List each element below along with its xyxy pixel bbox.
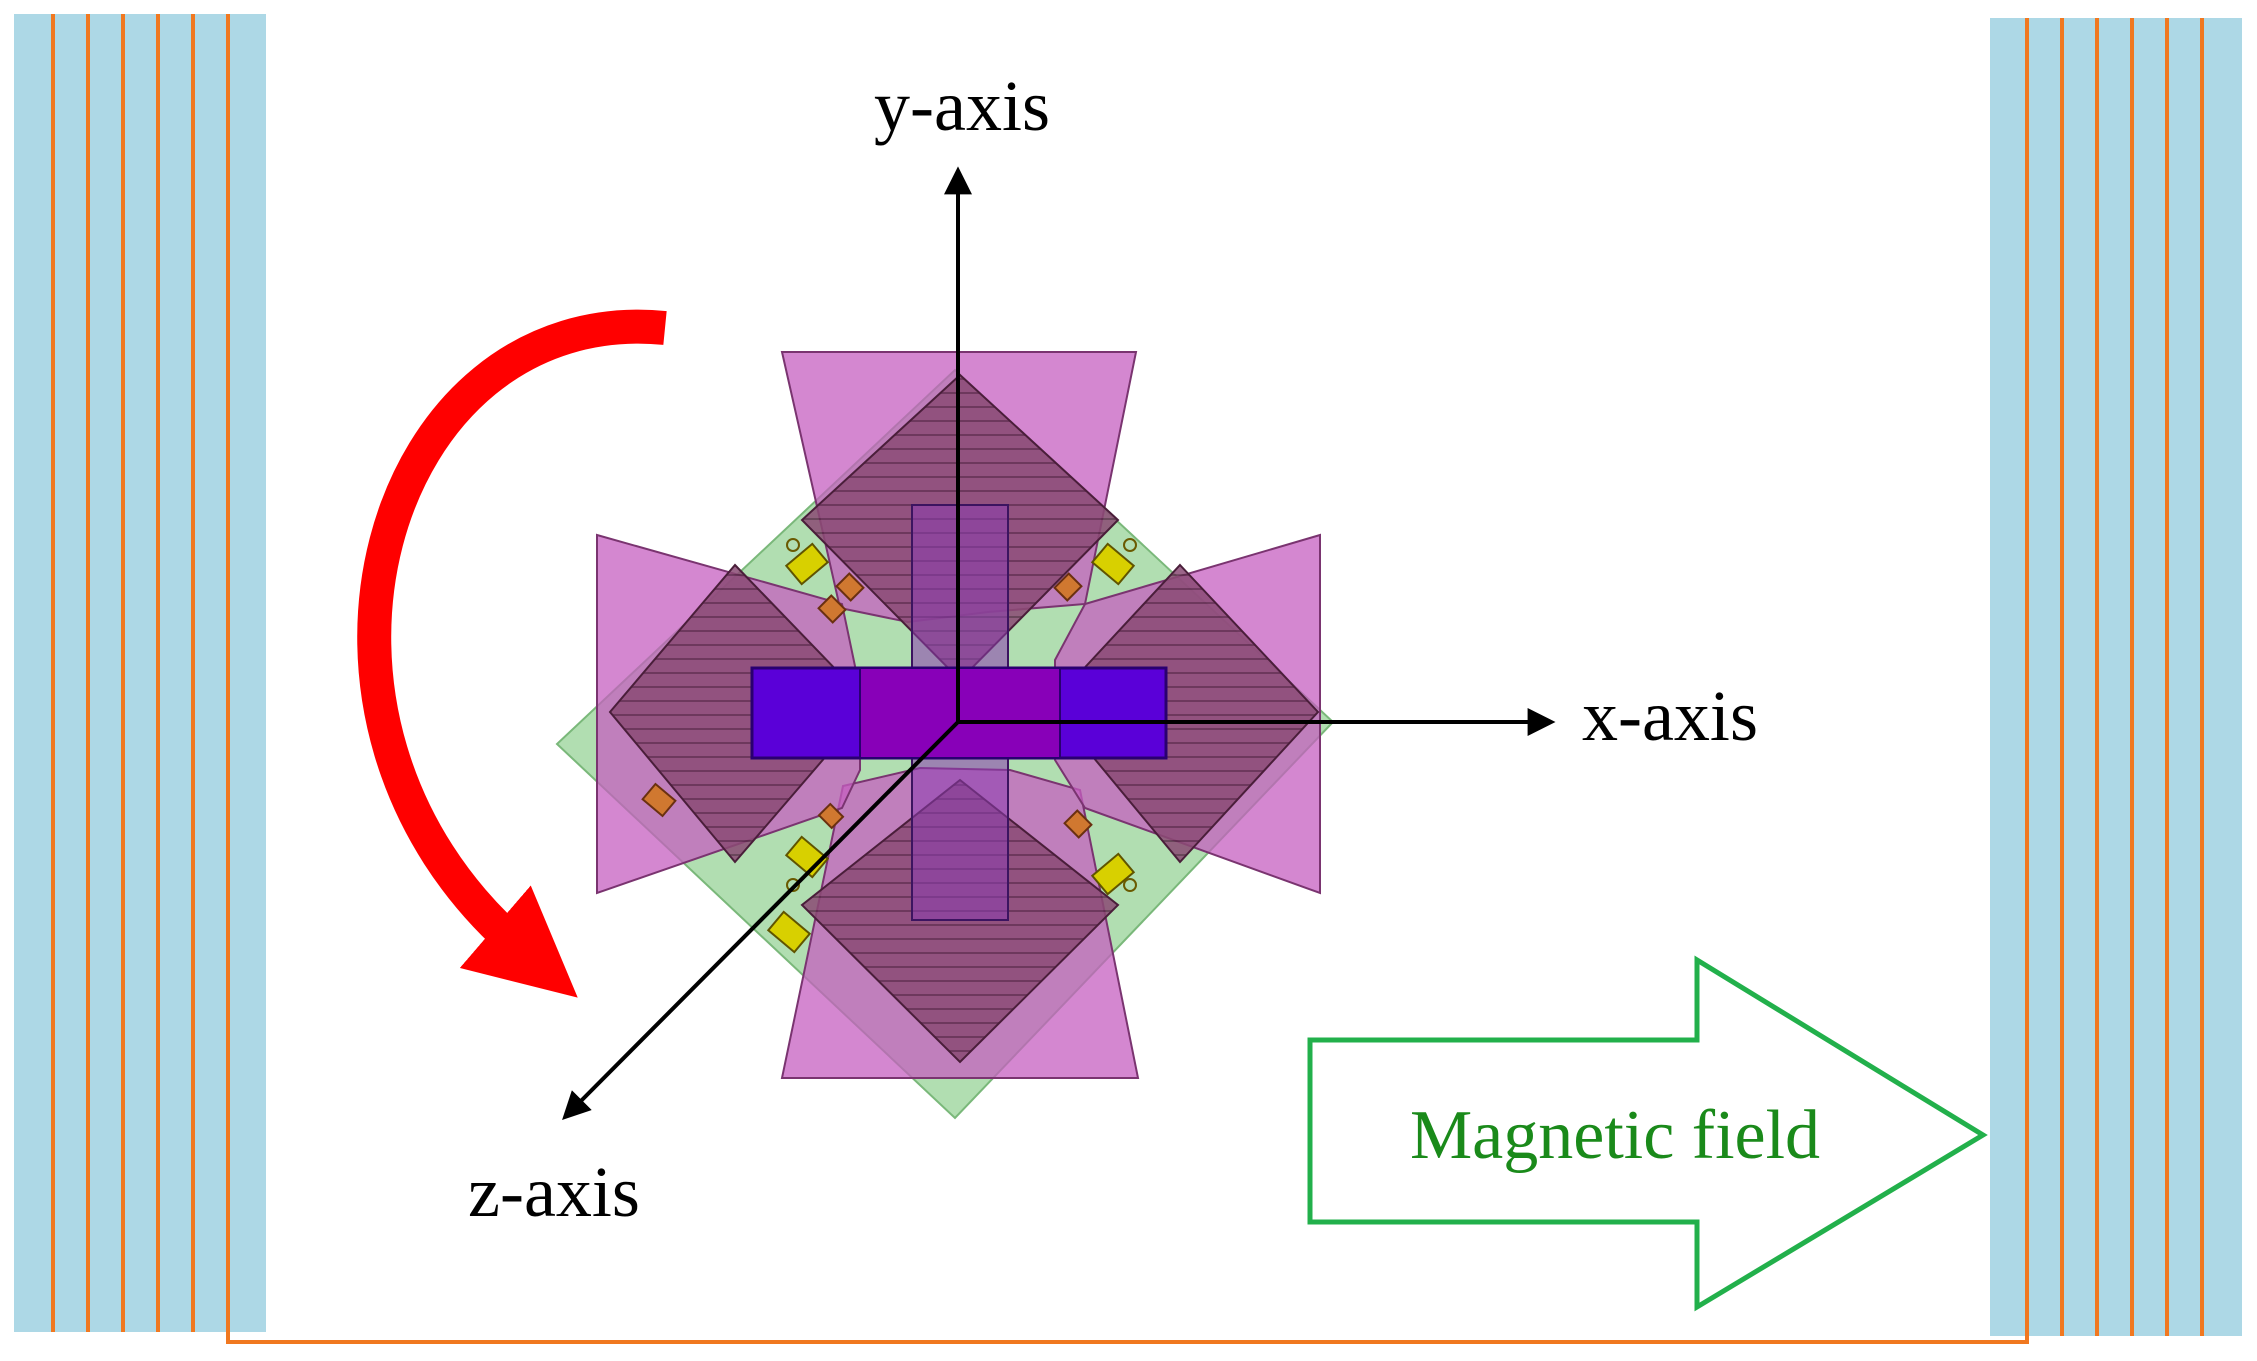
components-yellow <box>766 542 1136 954</box>
sensor-assembly <box>555 351 1335 1120</box>
coil-square-left <box>608 563 872 864</box>
right-helmholtz-coil <box>1990 18 2242 1336</box>
x-axis-label: x-axis <box>1582 676 1758 756</box>
solder-pads <box>786 538 1137 892</box>
rotation-arrow <box>357 309 667 998</box>
components-orange <box>641 572 1093 839</box>
connecting-wire <box>226 1332 2029 1344</box>
left-helmholtz-coil <box>14 14 266 1332</box>
magnetic-field-label: Magnetic field <box>1410 1097 1820 1174</box>
magnetic-field-arrow <box>1307 955 1988 1312</box>
z-axis-label: z-axis <box>468 1152 640 1232</box>
left-coil-windings <box>51 14 230 1332</box>
left-coil-panel <box>14 14 266 1332</box>
y-axis-label: y-axis <box>874 66 1050 146</box>
z-axis-line <box>562 720 960 1120</box>
coordinate-axes <box>562 166 1556 1120</box>
right-coil-windings <box>2025 18 2204 1336</box>
coil-square-right <box>1048 563 1320 864</box>
